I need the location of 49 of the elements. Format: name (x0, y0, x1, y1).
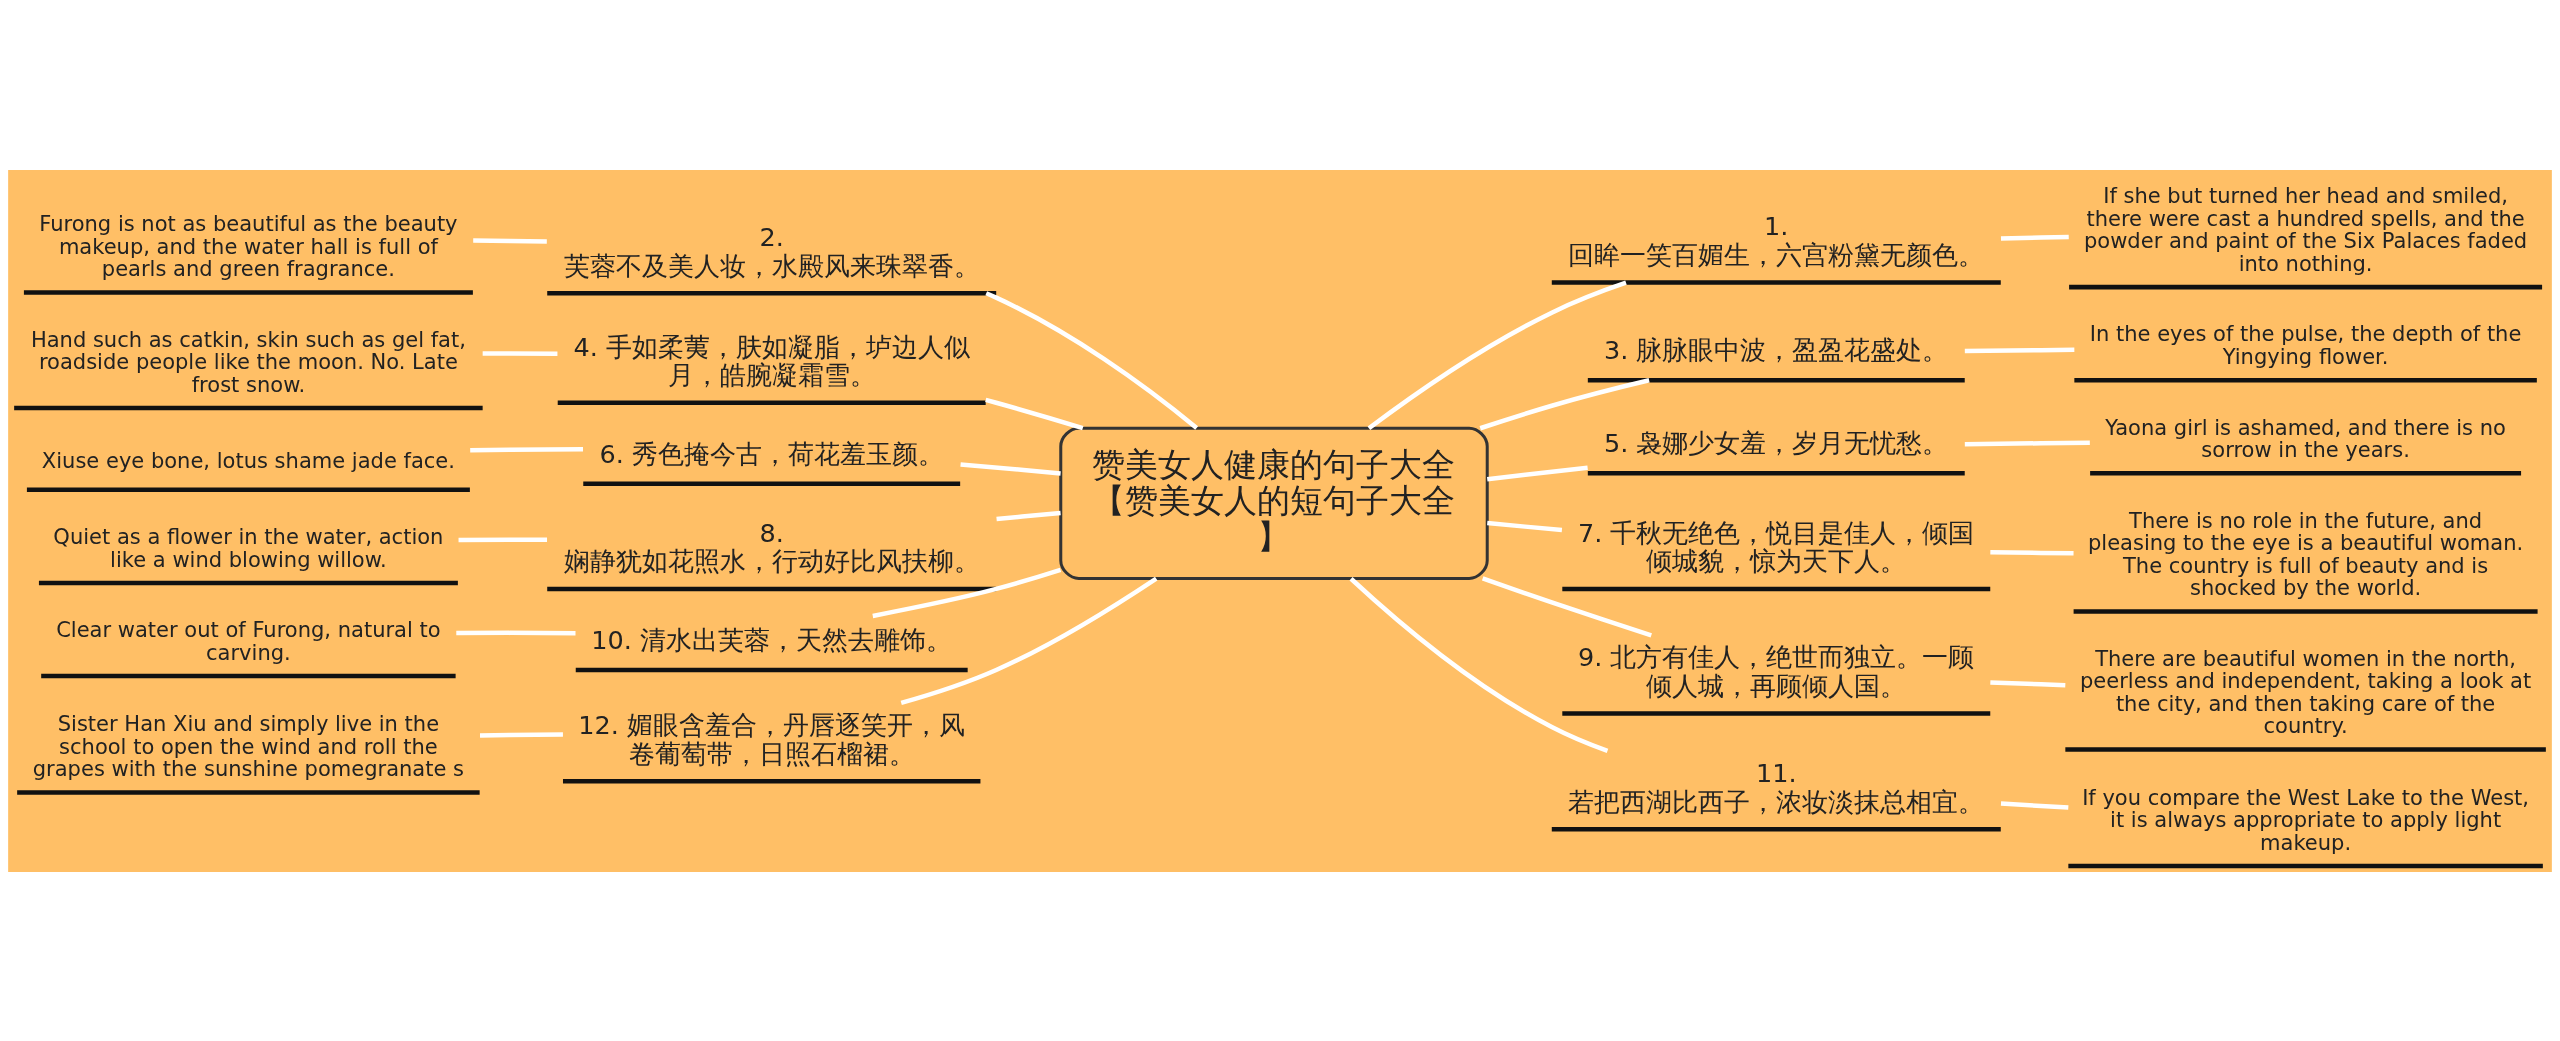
connector (1990, 549, 2074, 556)
node-text: If you compare the West Lake to the West, it is always appropriate to apply light makeup. (2082, 784, 2530, 855)
node-text: 12. 媚眼含羞合，丹唇逐笑开，风卷葡萄带，日照石榴裙。 (578, 709, 966, 769)
node-text: 5. 袅娜少女羞，岁月无忧愁。 (1604, 427, 1949, 458)
node-text: Hand such as catkin, skin such as gel fat, roadside people like the moon. No. Late frost snow. (30, 326, 466, 397)
connector (1964, 440, 2090, 446)
node-text: 7. 千秋无绝色，悦目是佳人，倾国倾城貌，惊为天下人。 (1578, 517, 1975, 576)
connector (900, 576, 1158, 705)
node-text: 11. 若把西湖比西子，浓妆淡抹总相宜。 (1568, 757, 1985, 817)
node-box: 赞美女人健康的句子大全【赞美女人的短句子大全】 (1059, 426, 1489, 580)
connector (1479, 377, 1650, 430)
connector (458, 537, 548, 542)
node-text: Yaona girl is ashamed, and there is no sorrow in the years. (2105, 414, 2506, 462)
node-text: If she but turned her head and smiled, there were cast a hundred spells, and the powder and paint of the Six Palaces faded into nothing. (2083, 182, 2528, 276)
node-text: Quiet as a flower in the water, action like a wind blowing willow. (53, 523, 444, 572)
connector (872, 567, 1062, 618)
node-text: 1. 回眸一笑百媚生，六宫粉黛无颜色。 (1568, 210, 1985, 270)
node-text: 4. 手如柔荑，肤如凝脂，垆边人似月，皓腕凝霜雪。 (573, 331, 970, 390)
connector (470, 446, 584, 452)
node-text: Xiuse eye bone, lotus shame jade face. (41, 447, 455, 473)
connector (2000, 800, 2069, 810)
connector (960, 461, 1061, 476)
connector (1481, 575, 1652, 638)
connector (1964, 347, 2075, 353)
connector (1487, 464, 1588, 481)
node-text: There is no role in the future, and pleasing to the eye is a beautiful woman. The country is full of beauty and is shocked by the world. (2087, 507, 2524, 600)
node-text: Furong is not as beautiful as the beauty makeup, and the water hall is full of pearls and green fragrance. (39, 210, 458, 281)
node-text: Clear water out of Furong, natural to carving. (56, 616, 441, 665)
connector (1487, 520, 1563, 532)
node-text: 10. 清水出芙蓉，天然去雕饰。 (591, 624, 953, 655)
node-text: There are beautiful women in the north, peerless and independent, taking a look at the city, and then taking care of the country. (2080, 645, 2532, 738)
node-text: In the eyes of the pulse, the depth of the Yingying flower. (2089, 320, 2522, 369)
connector (1990, 679, 2066, 687)
connector (456, 630, 576, 635)
node-text: Sister Han Xiu and simply live in the school to open the wind and roll the grapes with the sunshine pomegranate s (32, 710, 465, 781)
connector (985, 290, 1199, 430)
connector (473, 237, 547, 244)
connector (985, 397, 1084, 430)
connector (1349, 576, 1609, 753)
node-text: 2. 芙蓉不及美人妆，水殿风来珠翠香。 (563, 221, 980, 281)
connector (1367, 280, 1627, 430)
node-text: 3. 脉脉眼中波，盈盈花盛处。 (1604, 334, 1949, 365)
node-text: 8. 娴静犹如花照水，行动好比风扶柳。 (563, 517, 980, 576)
connector (2000, 234, 2069, 241)
node-text: 9. 北方有佳人，绝世而独立。一顾倾人城，再顾倾人国。 (1578, 641, 1975, 701)
node-text: 6. 秀色掩今古，荷花羞玉颜。 (599, 438, 944, 469)
connector (482, 350, 558, 356)
connector (996, 510, 1061, 521)
connector (479, 731, 563, 738)
